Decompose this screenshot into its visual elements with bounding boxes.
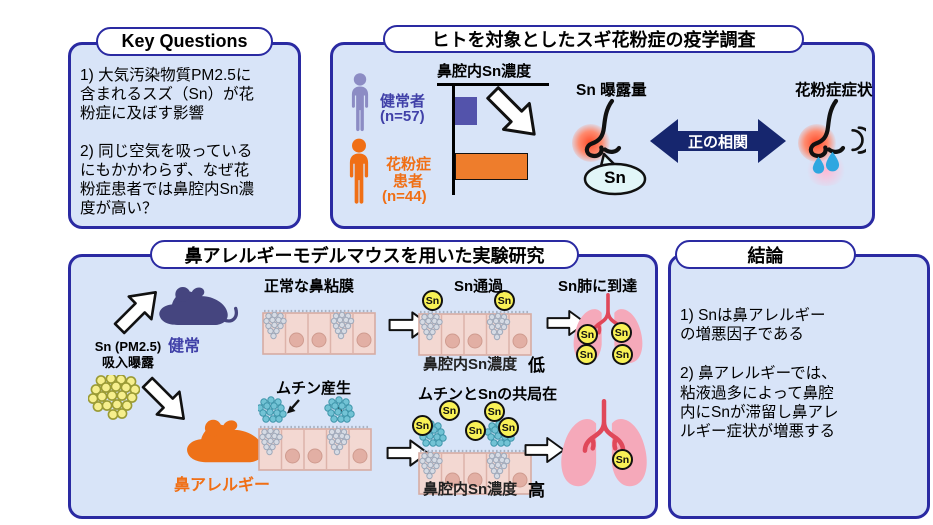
- tissue-passage-group: Sn Sn: [418, 290, 536, 358]
- chart-y-axis: [452, 84, 455, 195]
- sn-particle-badge: Sn: [612, 449, 633, 470]
- nose-icon: [578, 98, 630, 160]
- sn-particle-badge: Sn: [422, 290, 443, 311]
- experiment-title: 鼻アレルギーモデルマウスを用いた実験研究: [184, 245, 545, 266]
- symptom-label: 花粉症症状: [795, 82, 873, 99]
- sn-particle-badge: Sn: [577, 324, 598, 345]
- epidemiology-title-pill: ヒトを対象としたスギ花粉症の疫学調査: [383, 25, 804, 53]
- lungs-low-sn-group: Sn: [554, 399, 658, 493]
- allergy-mouse-label: 鼻アレルギー: [174, 477, 271, 494]
- panel-conclusion: [668, 254, 930, 519]
- healthy-mouse-icon: [157, 285, 238, 327]
- sn-particle-badge: Sn: [412, 415, 433, 436]
- patient-label-2: 患者: [393, 173, 424, 190]
- low-label: 低: [528, 356, 545, 375]
- key-questions-body: 1) 大気汚染物質PM2.5に 含まれるスズ（Sn）が花 粉症に及ぼす影響 2)…: [80, 67, 254, 218]
- sn-particle-badge: Sn: [576, 344, 597, 365]
- sneeze-icon: [851, 126, 866, 154]
- patient-n: (n=44): [382, 188, 427, 205]
- healthy-label: 健常者: [380, 93, 426, 110]
- correlation-label: 正の相関: [687, 133, 748, 151]
- particle-cloud-icon: [88, 375, 140, 420]
- sn-passage-label: Sn通過: [454, 278, 504, 295]
- nasal-sn-high-label: 鼻腔内Sn濃度: [423, 481, 518, 498]
- symptom-nose-group: [798, 98, 884, 206]
- sn-particle-badge: Sn: [498, 417, 519, 438]
- sn-speech-bubble: [583, 152, 647, 196]
- bar-patient: [455, 153, 528, 180]
- sn-particle-badge: Sn: [439, 400, 460, 421]
- sn-particle-badge: Sn: [484, 401, 505, 422]
- colocalization-label: ムチンとSnの共局在: [418, 386, 558, 403]
- tissue-normal-icon: [262, 303, 376, 355]
- lungs-high-sn-group: Sn Sn Sn Sn: [568, 293, 648, 367]
- mucin-production-label: ムチン産生: [276, 380, 352, 397]
- healthy-mouse-label: 健常: [168, 338, 201, 355]
- exposure-caption: Sn (PM2.5) 吸入曝露: [94, 339, 162, 371]
- bubble-sn-label: Sn: [604, 168, 626, 187]
- lung-arrival-label: Sn肺に到達: [558, 278, 638, 295]
- tissue-colocalization-group: Sn Sn Sn Sn Sn: [412, 400, 536, 479]
- patient-person-icon: [349, 138, 369, 204]
- conclusion-title: 結論: [747, 245, 784, 266]
- sn-particle-badge: Sn: [465, 420, 486, 441]
- conclusion-title-pill: 結論: [675, 240, 856, 269]
- key-questions-title: Key Questions: [121, 31, 248, 51]
- correlation-arrow-group: 正の相関: [648, 114, 788, 168]
- sn-exposure-label: Sn 曝露量: [576, 82, 647, 99]
- nasal-drop-icon: [825, 151, 840, 172]
- nasal-sn-low-label: 鼻腔内Sn濃度: [423, 356, 518, 373]
- sn-particle-badge: Sn: [611, 322, 632, 343]
- exposure-nose-group: Sn: [572, 98, 652, 204]
- tissue-mucin-icon: [258, 395, 372, 471]
- bar-healthy: [455, 97, 477, 125]
- patient-label-1: 花粉症: [386, 156, 432, 173]
- conclusion-body: 1) Snは鼻アレルギー の増悪因子である 2) 鼻アレルギーでは、 粘液過多に…: [680, 307, 839, 441]
- panel-experiment: [68, 254, 658, 519]
- lungs-icon: [554, 399, 654, 491]
- key-questions-title-pill: Key Questions: [96, 27, 273, 56]
- experiment-title-pill: 鼻アレルギーモデルマウスを用いた実験研究: [150, 240, 579, 269]
- nasal-sn-chart-title: 鼻腔内Sn濃度: [437, 60, 549, 86]
- normal-mucosa-label: 正常な鼻粘膜: [264, 278, 355, 295]
- tissue-normal-icon: [418, 304, 532, 356]
- healthy-person-icon: [351, 73, 369, 132]
- sn-particle-badge: Sn: [494, 290, 515, 311]
- sn-particle-badge: Sn: [612, 344, 633, 365]
- nasal-drop-icon: [812, 156, 825, 174]
- epidemiology-title: ヒトを対象としたスギ花粉症の疫学調査: [431, 30, 756, 50]
- healthy-n: (n=57): [380, 108, 425, 125]
- high-label: 高: [528, 481, 545, 500]
